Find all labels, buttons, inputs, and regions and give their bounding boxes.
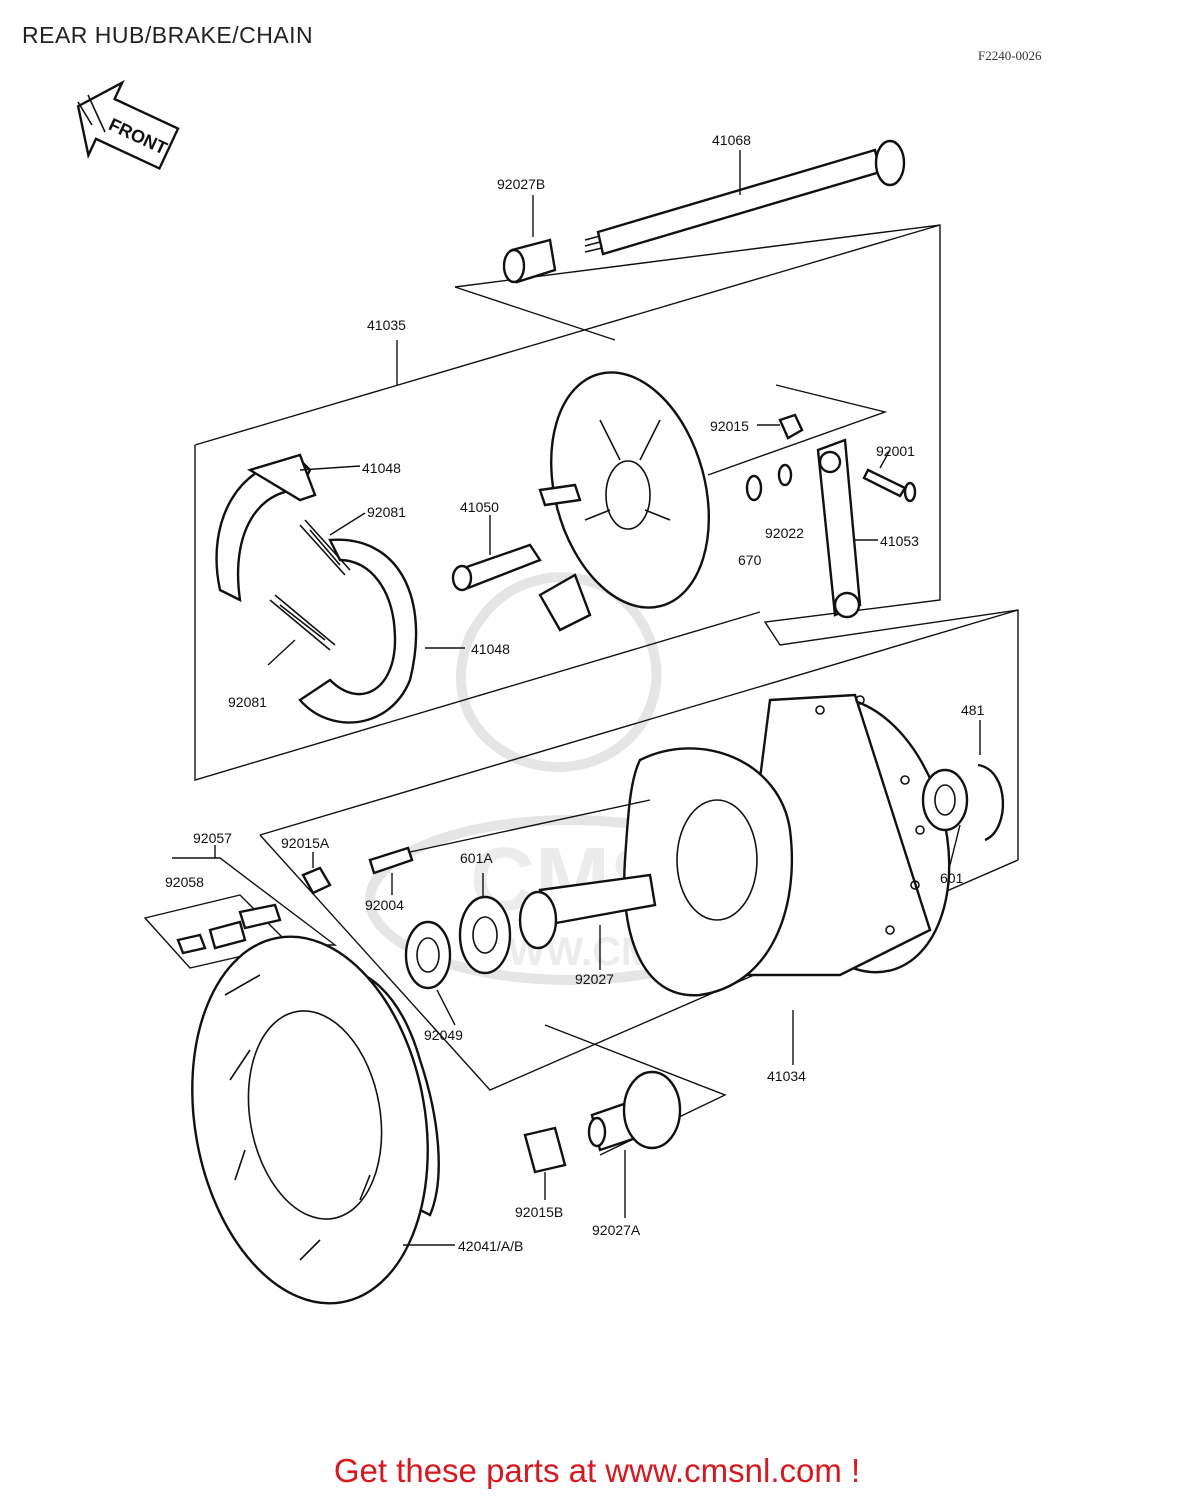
bolt-92001 — [862, 468, 917, 503]
stud-line — [409, 799, 651, 853]
label-670: 670 — [738, 552, 762, 568]
bearing-601A — [458, 895, 512, 975]
axle-41068 — [584, 139, 906, 256]
brake-panel — [538, 371, 711, 632]
lever-outline — [707, 384, 888, 476]
leader-92001 — [879, 449, 891, 469]
label-92027A: 92027A — [592, 1222, 641, 1238]
label-92027: 92027 — [575, 971, 614, 987]
label-92022: 92022 — [765, 525, 804, 541]
label-41048-upper: 41048 — [362, 460, 401, 476]
collar-92027A — [587, 1070, 682, 1152]
label-601A: 601A — [460, 850, 493, 866]
sprocket-42041 — [191, 935, 429, 1305]
label-41053: 41053 — [880, 533, 919, 549]
front-arrow-hatch — [77, 94, 106, 133]
leader-92081b — [267, 639, 296, 666]
bearing-601 — [921, 768, 969, 832]
label-92058: 92058 — [165, 874, 204, 890]
axle-line — [454, 286, 616, 341]
diagram-code: F2240-0026 — [978, 48, 1042, 63]
leader-92081a — [329, 512, 366, 536]
label-92015A: 92015A — [281, 835, 330, 851]
label-92001: 92001 — [876, 443, 915, 459]
brake-shoe-upper — [215, 453, 317, 603]
label-92057: 92057 — [193, 830, 232, 846]
footer-cta-link[interactable]: Get these parts at www.cmsnl.com ! — [333, 1452, 861, 1489]
nut-92015 — [778, 413, 804, 440]
nut-92015B — [523, 1126, 567, 1174]
label-92081-upper: 92081 — [367, 504, 406, 520]
label-41050: 41050 — [460, 499, 499, 515]
diagram-title: REAR HUB/BRAKE/CHAIN — [22, 22, 314, 48]
label-92081-lower: 92081 — [228, 694, 267, 710]
stud-92004 — [368, 846, 414, 875]
brake-shoe-lower — [298, 538, 418, 724]
parts-diagram: CMS WWW.CMSNL.COM FRONT — [76, 79, 1019, 1305]
nut-92015A — [301, 866, 332, 895]
label-41068: 41068 — [712, 132, 751, 148]
circlip-481 — [977, 763, 1005, 842]
label-481: 481 — [961, 702, 985, 718]
label-92015: 92015 — [710, 418, 749, 434]
label-92004: 92004 — [365, 897, 404, 913]
label-42041: 42041/A/B — [458, 1238, 523, 1254]
washer-92022 — [777, 463, 793, 487]
spacer-92027 — [518, 873, 657, 950]
seal-92049 — [404, 920, 452, 990]
label-41034: 41034 — [767, 1068, 806, 1084]
leader-41048a — [299, 465, 361, 471]
collar-92027B — [502, 238, 557, 284]
brake-cam-41050 — [451, 543, 542, 592]
leader-601 — [949, 824, 961, 866]
label-41035: 41035 — [367, 317, 406, 333]
label-92027B: 92027B — [497, 176, 545, 192]
rear-hub-41034 — [623, 693, 951, 997]
label-41048-lower: 41048 — [471, 641, 510, 657]
spring-92081-lower — [269, 594, 336, 651]
front-arrow-icon: FRONT — [76, 79, 180, 171]
label-92015B: 92015B — [515, 1204, 563, 1220]
master-link-92058 — [176, 903, 282, 955]
label-92049: 92049 — [424, 1027, 463, 1043]
spring-92081-upper — [299, 519, 351, 576]
oring-670 — [745, 474, 763, 502]
brake-lever-41053 — [816, 438, 862, 619]
label-601: 601 — [940, 870, 964, 886]
brake-frame — [194, 224, 941, 781]
leader-92049 — [436, 989, 456, 1026]
